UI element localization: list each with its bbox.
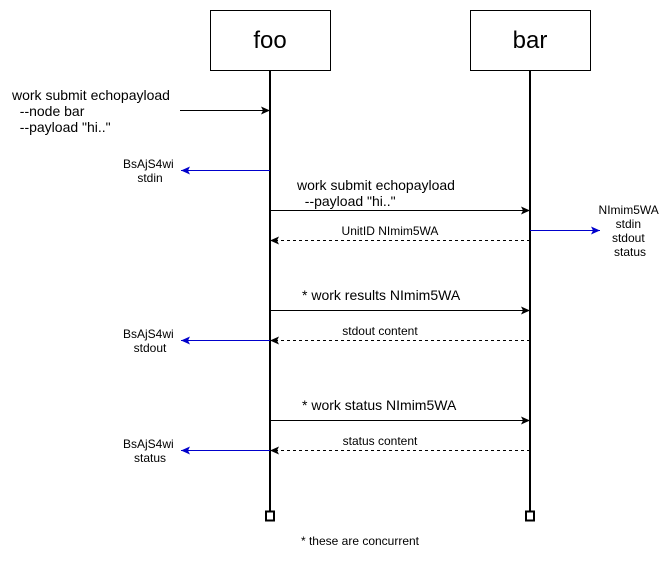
reply-status-label: status content: [343, 434, 418, 448]
bar-output: NImim5WA stdin stdout status: [530, 203, 662, 259]
participant-foo: foo: [210, 10, 331, 522]
foo-output-stdout-label: BsAjS4wi stdout: [123, 327, 177, 355]
message-submit-label: work submit echopayload --payload "hi..": [0, 0, 482, 209]
participant-box-foo: [210, 10, 331, 71]
foo-output-stdin-label: BsAjS4wi stdin: [123, 157, 177, 185]
reply-unitid-label: UnitID NImim5WA: [342, 224, 439, 238]
foo-output-status-label: BsAjS4wi status: [123, 437, 177, 465]
participant-label-bar: bar: [513, 27, 548, 54]
bar-output-label: NImim5WA stdin stdout status: [599, 203, 662, 259]
reply-status: status content: [270, 434, 530, 455]
message-results-label: * work results NImim5WA: [302, 287, 461, 303]
message-status: * work status NImim5WA: [270, 397, 530, 425]
lifeline-end-bar: [525, 510, 535, 522]
incoming-command: work submit echopayload --node bar --pay…: [0, 0, 270, 135]
reply-stdout-label: stdout content: [342, 324, 418, 338]
foo-output-stdin: BsAjS4wi stdin: [123, 157, 270, 185]
incoming-command-label: work submit echopayload --node bar --pay…: [0, 0, 197, 135]
foo-output-stdout: BsAjS4wi stdout: [123, 327, 270, 355]
lifeline-end-foo: [265, 510, 275, 522]
message-status-label: * work status NImim5WA: [302, 397, 457, 413]
reply-stdout: stdout content: [270, 324, 530, 345]
reply-unitid: UnitID NImim5WA: [270, 224, 530, 245]
message-submit: work submit echopayload --payload "hi..": [0, 0, 530, 215]
participant-label-foo: foo: [253, 27, 286, 54]
message-results: * work results NImim5WA: [270, 287, 530, 315]
footnote: * these are concurrent: [301, 534, 420, 548]
participant-bar: bar: [470, 10, 591, 522]
foo-output-status: BsAjS4wi status: [123, 437, 270, 465]
participant-box-bar: [470, 10, 591, 71]
